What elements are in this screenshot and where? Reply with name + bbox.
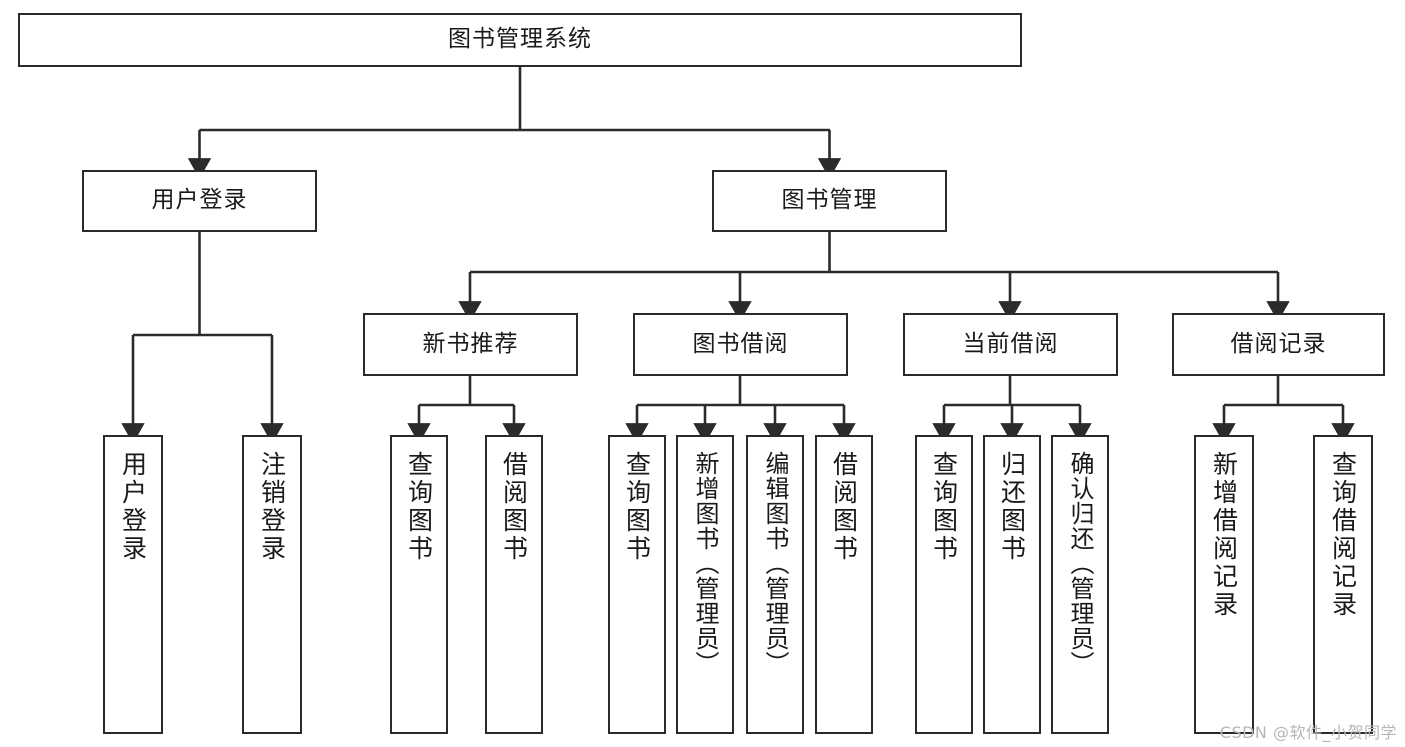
node-leaf-edit-book-label: 编辑图书（管理员） (761, 451, 789, 676)
node-leaf-logout[interactable]: 注销登录 (242, 435, 302, 734)
node-current-borrow[interactable]: 当前借阅 (903, 313, 1118, 376)
node-user-login[interactable]: 用户登录 (82, 170, 317, 232)
node-book-borrow[interactable]: 图书借阅 (633, 313, 848, 376)
node-leaf-query-book-2-label: 查询图书 (622, 451, 652, 563)
node-leaf-add-record-label: 新增借阅记录 (1209, 451, 1239, 619)
node-root[interactable]: 图书管理系统 (18, 13, 1022, 67)
node-leaf-add-record[interactable]: 新增借阅记录 (1194, 435, 1254, 734)
node-leaf-borrow-book-1-label: 借阅图书 (499, 451, 529, 563)
node-leaf-return-book[interactable]: 归还图书 (983, 435, 1041, 734)
node-leaf-edit-book[interactable]: 编辑图书（管理员） (746, 435, 804, 734)
node-leaf-query-book-1[interactable]: 查询图书 (390, 435, 448, 734)
node-current-borrow-label: 当前借阅 (962, 330, 1059, 357)
node-leaf-borrow-book-2-label: 借阅图书 (829, 451, 859, 563)
node-book-manage-label: 图书管理 (781, 187, 878, 214)
watermark: CSDN @软件_小贺同学 (1219, 723, 1397, 742)
node-borrow-record[interactable]: 借阅记录 (1172, 313, 1385, 376)
node-root-label: 图书管理系统 (448, 26, 592, 53)
node-leaf-query-book-2[interactable]: 查询图书 (608, 435, 666, 734)
node-borrow-record-label: 借阅记录 (1230, 330, 1327, 357)
node-book-borrow-label: 图书借阅 (692, 330, 789, 357)
node-user-login-label: 用户登录 (151, 187, 248, 214)
node-leaf-borrow-book-2[interactable]: 借阅图书 (815, 435, 873, 734)
node-leaf-confirm-return[interactable]: 确认归还（管理员） (1051, 435, 1109, 734)
node-leaf-query-book-3-label: 查询图书 (929, 451, 959, 563)
node-leaf-query-record[interactable]: 查询借阅记录 (1313, 435, 1373, 734)
node-new-book-rec[interactable]: 新书推荐 (363, 313, 578, 376)
node-leaf-add-book[interactable]: 新增图书（管理员） (676, 435, 734, 734)
node-leaf-user-login-label: 用户登录 (118, 451, 148, 563)
node-leaf-borrow-book-1[interactable]: 借阅图书 (485, 435, 543, 734)
node-leaf-user-login[interactable]: 用户登录 (103, 435, 163, 734)
node-leaf-query-book-1-label: 查询图书 (404, 451, 434, 563)
node-book-manage[interactable]: 图书管理 (712, 170, 947, 232)
node-leaf-add-book-label: 新增图书（管理员） (691, 451, 719, 676)
node-leaf-confirm-return-label: 确认归还（管理员） (1066, 451, 1094, 676)
node-new-book-rec-label: 新书推荐 (422, 330, 519, 357)
node-leaf-return-book-label: 归还图书 (997, 451, 1027, 563)
node-leaf-logout-label: 注销登录 (257, 451, 287, 563)
node-leaf-query-book-3[interactable]: 查询图书 (915, 435, 973, 734)
node-leaf-query-record-label: 查询借阅记录 (1328, 451, 1358, 619)
